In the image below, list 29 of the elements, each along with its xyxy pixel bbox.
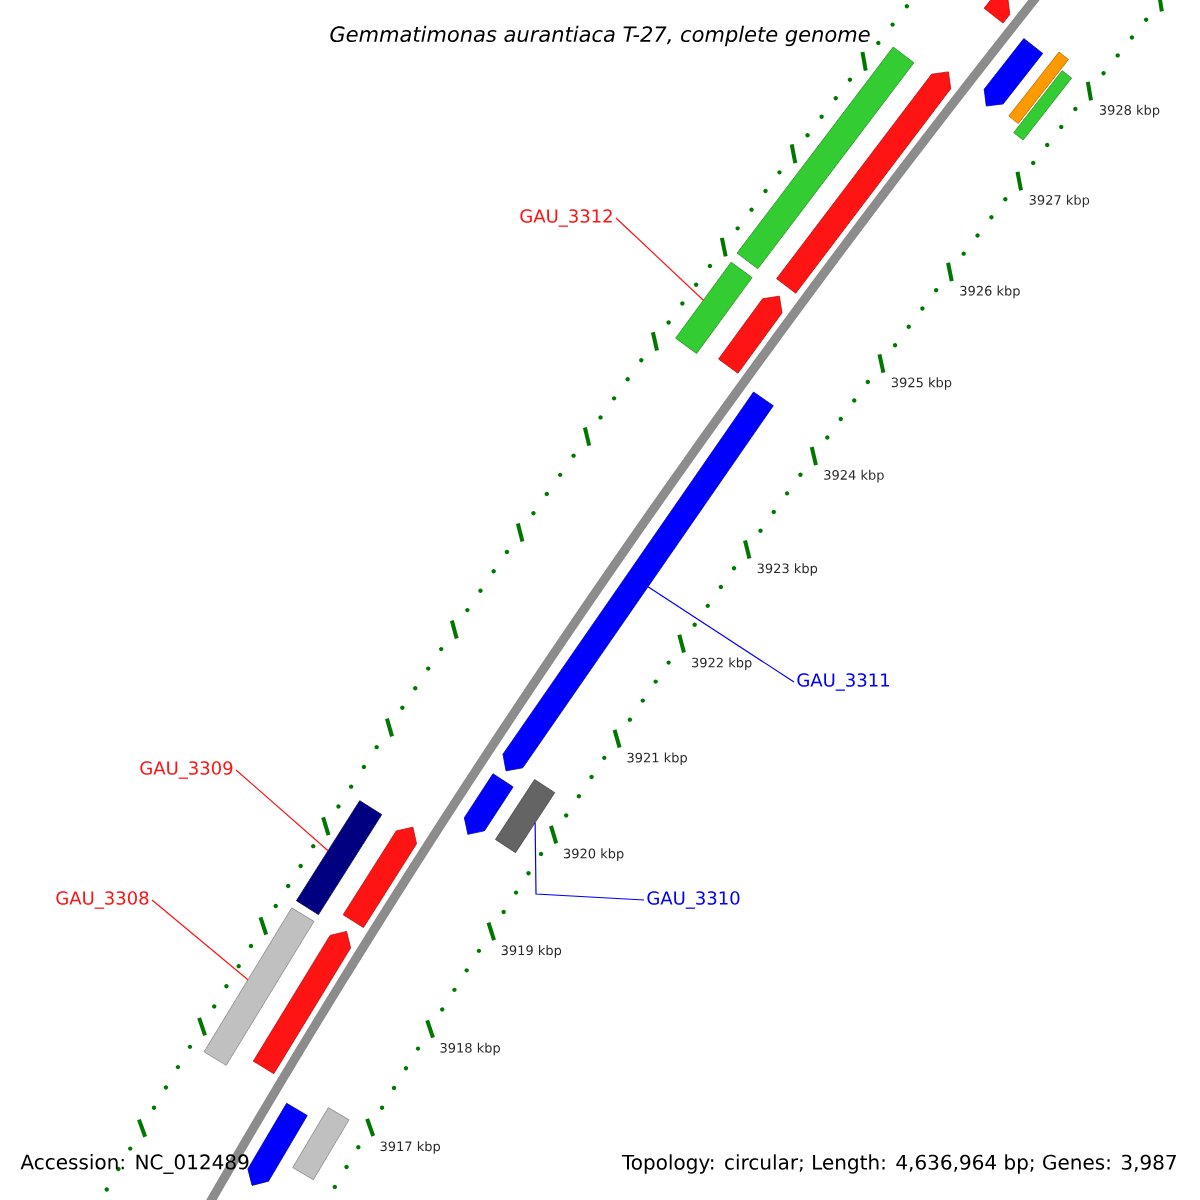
gene-feature bbox=[736, 46, 915, 270]
gene-feature bbox=[203, 907, 315, 1066]
leader-line bbox=[235, 769, 329, 852]
gene-feature bbox=[247, 1102, 308, 1186]
gene-label: GAU_3310 bbox=[647, 891, 740, 909]
gene-feature bbox=[675, 261, 753, 354]
gene-feature bbox=[296, 800, 383, 915]
gene-feature bbox=[463, 773, 514, 835]
leader-line bbox=[615, 217, 704, 301]
gene-label: GAU_3312 bbox=[520, 209, 612, 227]
gene-feature bbox=[776, 71, 952, 294]
gene-feature bbox=[252, 931, 351, 1075]
leader-line bbox=[647, 586, 795, 683]
gene-feature bbox=[342, 826, 417, 928]
gene-feature bbox=[1013, 70, 1073, 141]
gene-feature bbox=[983, 38, 1044, 107]
leader-line bbox=[534, 822, 645, 901]
gene-label: GAU_3311 bbox=[797, 673, 889, 691]
title: Gemmatimonas aurantiaca T-27, complete genome bbox=[330, 25, 870, 47]
gene-feature bbox=[983, 0, 1011, 24]
gene-feature bbox=[495, 779, 556, 854]
leader-line bbox=[151, 899, 249, 981]
accession-text: Accession: NC_012489 bbox=[20, 1154, 249, 1174]
genome-stats-text: Topology: circular; Length: 4,636,964 bp; Genes: 3,987 bbox=[621, 1154, 1176, 1174]
gene-feature bbox=[292, 1107, 350, 1181]
gene-feature bbox=[718, 295, 783, 374]
gene-feature bbox=[1008, 51, 1069, 124]
gene-label: GAU_3309 bbox=[140, 761, 233, 779]
gene-label: GAU_3308 bbox=[56, 891, 149, 909]
